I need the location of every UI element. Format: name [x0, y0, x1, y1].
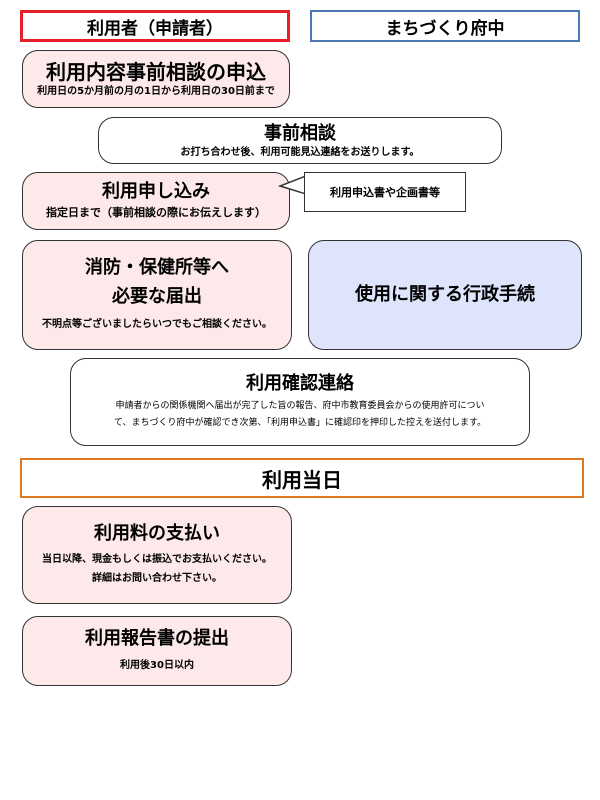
prior-request-box: 利用内容事前相談の申込 利用日の5か月前の月の1日から利用日の30日前まで [22, 50, 290, 108]
notification-note: 不明点等ございましたらいつでもご相談ください。 [42, 318, 272, 330]
notification-title-line2: 必要な届出 [112, 285, 202, 307]
org-column-header: まちづくり府中 [310, 10, 580, 42]
application-box: 利用申し込み 指定日まで（事前相談の際にお伝えします） [22, 172, 290, 230]
confirmation-note-line2: て、まちづくり府中が確認でき次第、「利用申込書」に確認印を押印した控えを送付しま… [113, 418, 487, 429]
prior-consult-box: 事前相談 お打ち合わせ後、利用可能見込連絡をお送りします。 [98, 117, 502, 164]
admin-procedure-box: 使用に関する行政手続 [308, 240, 582, 350]
application-title: 利用申し込み [102, 181, 210, 203]
callout-box: 利用申込書や企画書等 [304, 172, 466, 212]
confirmation-title: 利用確認連絡 [246, 372, 354, 394]
payment-box: 利用料の支払い 当日以降、現金もしくは振込でお支払いください。 詳細はお問い合わ… [22, 506, 292, 604]
notification-title-line1: 消防・保健所等へ [85, 257, 229, 279]
payment-note-line2: 詳細はお問い合わせ下さい。 [92, 573, 222, 585]
prior-request-note: 利用日の5か月前の月の1日から利用日の30日前まで [37, 85, 275, 97]
day-of-header: 利用当日 [20, 458, 584, 498]
org-column-header-label: まちづくり府中 [385, 18, 505, 39]
confirmation-note-line1: 申請者からの関係機関へ届出が完了した旨の報告、府中市教育委員会からの使用許可につ… [115, 401, 485, 412]
report-title: 利用報告書の提出 [85, 628, 229, 650]
callout-pointer [277, 175, 306, 195]
user-column-header-label: 利用者（申請者） [87, 18, 223, 39]
prior-consult-note: お打ち合わせ後、利用可能見込連絡をお送りします。 [180, 147, 420, 159]
report-note: 利用後30日以内 [120, 659, 194, 671]
confirmation-box: 利用確認連絡 申請者からの関係機関へ届出が完了した旨の報告、府中市教育委員会から… [70, 358, 530, 446]
payment-title: 利用料の支払い [94, 522, 220, 544]
application-note: 指定日まで（事前相談の際にお伝えします） [46, 206, 266, 220]
prior-consult-title: 事前相談 [264, 122, 336, 144]
user-column-header: 利用者（申請者） [20, 10, 290, 42]
report-box: 利用報告書の提出 利用後30日以内 [22, 616, 292, 686]
payment-note-line1: 当日以降、現金もしくは振込でお支払いください。 [42, 554, 272, 566]
admin-procedure-title: 使用に関する行政手続 [355, 283, 535, 305]
day-of-header-label: 利用当日 [262, 467, 342, 492]
callout-text: 利用申込書や企画書等 [330, 186, 440, 199]
notification-box: 消防・保健所等へ 必要な届出 不明点等ございましたらいつでもご相談ください。 [22, 240, 292, 350]
prior-request-title: 利用内容事前相談の申込 [46, 59, 266, 84]
